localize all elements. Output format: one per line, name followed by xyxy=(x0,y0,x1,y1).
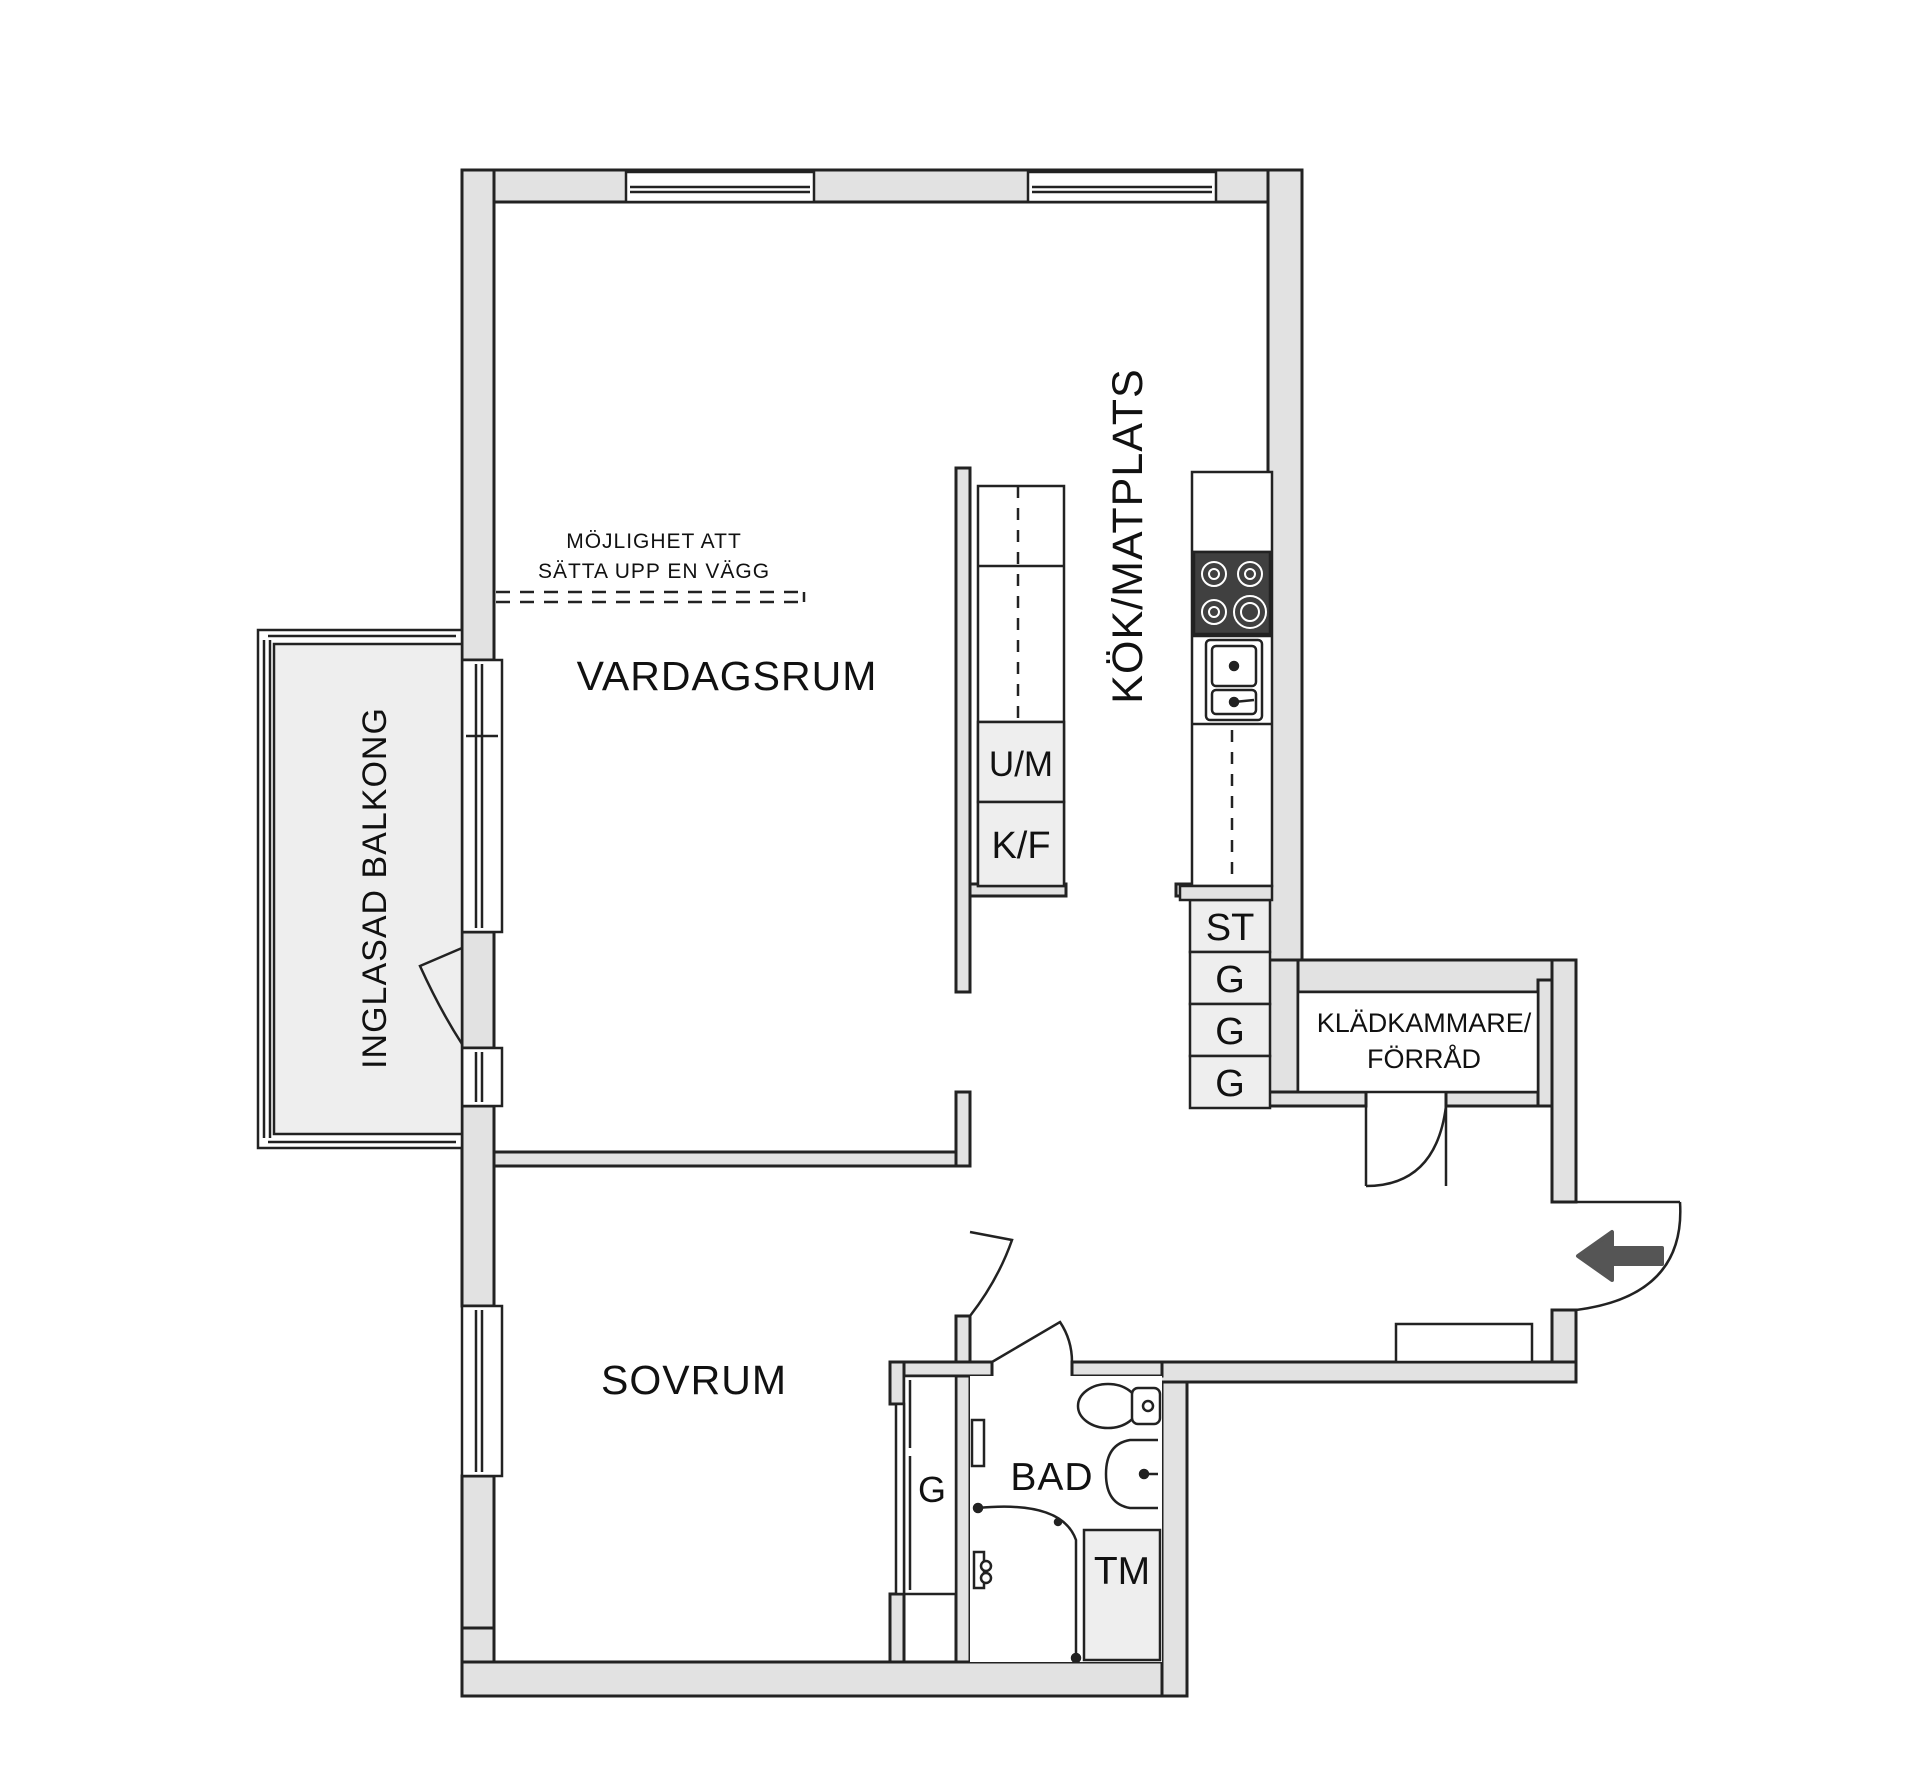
bath-sink-icon xyxy=(1104,1438,1158,1510)
note-line2: SÄTTA UPP EN VÄGG xyxy=(538,560,770,583)
fixture-label-storage: ST xyxy=(1206,907,1255,949)
room-label-bathroom: BAD xyxy=(1010,1456,1093,1499)
entry-arrow-icon xyxy=(1576,1230,1664,1282)
towel-rail-icon xyxy=(970,1418,986,1468)
fixture-label-wardrobe-1: G xyxy=(1215,959,1245,1001)
wall-closet-top xyxy=(1266,958,1578,994)
closet xyxy=(1296,990,1540,1188)
fridge-freezer-box xyxy=(976,800,1066,888)
balcony-door-swing xyxy=(418,946,464,1045)
bedroom-door-swing xyxy=(969,1230,1014,1317)
wall-left-2 xyxy=(460,930,496,1050)
room-label-living: VARDAGSRUM xyxy=(577,653,878,699)
fixture-label-fridge-freezer: K/F xyxy=(991,825,1050,867)
bath-door xyxy=(991,1320,1074,1364)
room-label-balcony: INGLASAD BALKONG xyxy=(356,707,394,1069)
entrance xyxy=(1394,1200,1682,1364)
toilet-icon xyxy=(1076,1382,1162,1430)
shower-curtain-icon xyxy=(977,1505,1078,1658)
wall-closet-left xyxy=(1266,958,1300,1108)
fixture-label-dishwasher-microwave: U/M xyxy=(989,745,1053,784)
wall-closet-bottom-right xyxy=(1444,1090,1554,1108)
possible-wall xyxy=(496,590,806,604)
hall-bench xyxy=(1394,1322,1534,1364)
wall-island xyxy=(954,466,972,994)
wardrobe-2 xyxy=(1188,1002,1272,1058)
balcony-floor xyxy=(272,642,464,1136)
wardrobe-3 xyxy=(1188,1054,1272,1110)
wardrobe-1 xyxy=(1188,950,1272,1006)
windows-top xyxy=(624,170,1218,204)
bath-door-swing xyxy=(991,1320,1074,1364)
wall-closet-right xyxy=(1536,978,1554,1108)
windows-left xyxy=(460,658,504,1478)
island xyxy=(976,484,1066,888)
wall-left-1 xyxy=(460,168,496,662)
wall-right-lower xyxy=(1550,958,1578,1204)
stove-burners xyxy=(1201,561,1267,629)
fixture-label-bedroom-wardrobe: G xyxy=(918,1469,946,1510)
room-label-closet-line1: KLÄDKAMMARE/ xyxy=(1317,1008,1532,1038)
fixture-label-wardrobe-3: G xyxy=(1215,1063,1245,1105)
wall-left-3 xyxy=(460,1104,496,1308)
bedroom-wardrobe xyxy=(894,1374,958,1596)
entrance-door-swing xyxy=(1575,1201,1682,1312)
wall-wardrobe-left xyxy=(888,1360,906,1406)
bathroom-fixtures xyxy=(970,1376,1162,1664)
storage-column xyxy=(1178,884,1274,1110)
wall-bottom xyxy=(460,1660,1189,1698)
dishwasher-microwave-box xyxy=(976,720,1066,804)
shower-head-icon xyxy=(972,1550,993,1590)
fixture-label-wardrobe-2: G xyxy=(1215,1011,1245,1053)
wall-bath-top-right xyxy=(1070,1360,1164,1378)
bedroom-door xyxy=(969,1230,1014,1317)
closet-door-swing xyxy=(1365,1105,1448,1188)
labels: MÖJLIGHET ATT SÄTTA UPP EN VÄGG VARDAGSR… xyxy=(356,368,1532,1593)
closet-room xyxy=(1296,990,1540,1094)
balcony xyxy=(256,628,464,1150)
room-label-bedroom: SOVRUM xyxy=(601,1357,787,1403)
wall-bedroom-top xyxy=(492,1150,966,1168)
washing-machine-box xyxy=(1082,1528,1162,1662)
room-label-kitchen: KÖK/MATPLATS xyxy=(1104,368,1152,703)
kitchen-counter xyxy=(1190,470,1274,888)
note-line1: MÖJLIGHET ATT xyxy=(566,530,742,553)
wall-bedroom-right-1 xyxy=(954,1090,972,1168)
wall-closet-bottom xyxy=(1266,1090,1368,1108)
walls xyxy=(460,168,1578,1698)
wall-wardrobe-bottom xyxy=(888,1592,906,1664)
fixture-label-washing-machine: TM xyxy=(1094,1550,1150,1593)
wall-bath-right xyxy=(1160,1360,1189,1698)
room-label-closet-line2: FÖRRÅD xyxy=(1367,1043,1481,1074)
wall-left-4 xyxy=(460,1474,496,1636)
